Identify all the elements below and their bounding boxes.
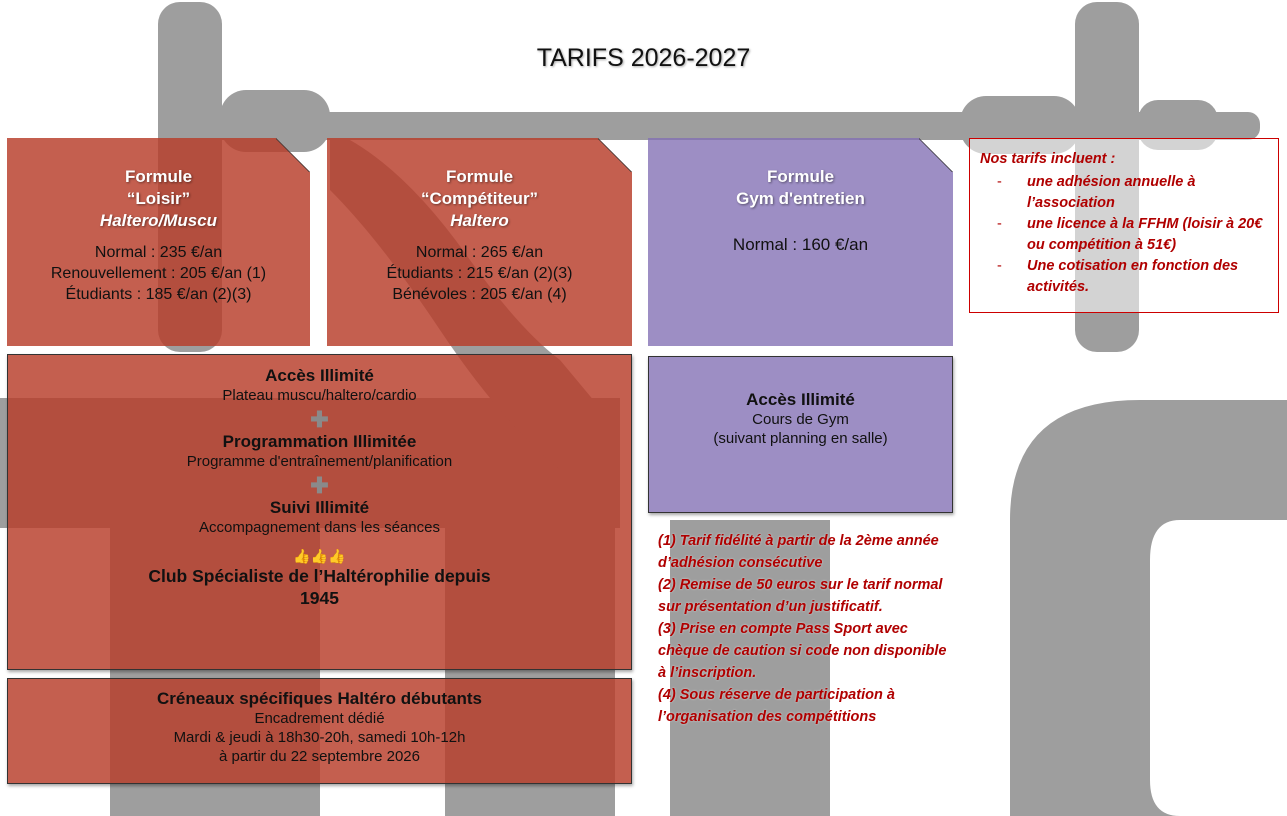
creneaux-line-1: Encadrement dédié — [254, 710, 385, 727]
creneaux-line-3: à partir du 22 septembre 2026 — [219, 748, 420, 765]
club-line-1: Club Spécialiste de l’Haltérophilie depu… — [148, 566, 491, 586]
formule-discipline: Haltero/Muscu — [99, 211, 218, 230]
price-normal: Normal : 265 €/an — [415, 244, 544, 261]
acces-illimite-card: Accès Illimité Plateau muscu/haltero/car… — [7, 354, 632, 670]
creneaux-card: Créneaux spécifiques Haltéro débutants E… — [7, 678, 632, 784]
dash-bullet: - — [997, 258, 1002, 274]
footnotes: (1) Tarif fidélité à partir de la 2ème a… — [658, 530, 958, 728]
included-notes-box: Nos tarifs incluent : -une adhésion annu… — [969, 138, 1279, 313]
list-item: -une adhésion annuelle à l’association — [997, 174, 1196, 211]
dash-bullet: - — [997, 216, 1002, 232]
footnote-4: (4) Sous réserve de participation à l’or… — [658, 687, 895, 725]
page-title: TARIFS 2026-2027 — [536, 44, 751, 72]
creneaux-line-2: Mardi & jeudi à 18h30-20h, samedi 10h-12… — [173, 729, 466, 746]
acces-gym-sub1: Cours de Gym — [752, 411, 849, 428]
price-etudiants: Étudiants : 185 €/an (2)(3) — [65, 286, 252, 303]
notes-heading: Nos tarifs incluent : — [980, 151, 1116, 167]
formule-loisir-card: Formule “Loisir” Haltero/Muscu Normal : … — [7, 138, 310, 346]
acces-gym-title: Accès Illimité — [746, 390, 855, 409]
list-item: -Une cotisation en fonction des activité… — [997, 258, 1239, 295]
programmation-sub: Programme d'entraînement/planification — [186, 453, 453, 470]
acces-gym-sub2: (suivant planning en salle) — [713, 430, 888, 447]
price-benevoles: Bénévoles : 205 €/an (4) — [392, 286, 567, 303]
notes-list: -une adhésion annuelle à l’association -… — [980, 172, 1268, 298]
footnote-1: (1) Tarif fidélité à partir de la 2ème a… — [658, 533, 939, 571]
plus-icon: ✚ — [310, 473, 329, 498]
formule-label: Formule — [124, 167, 193, 186]
acces-sub: Plateau muscu/haltero/cardio — [222, 387, 417, 404]
list-item: -une licence à la FFHM (loisir à 20€ ou … — [997, 216, 1263, 253]
acces-title: Accès Illimité — [265, 366, 374, 385]
formule-label: Formule — [766, 167, 835, 186]
price-renouvellement: Renouvellement : 205 €/an (1) — [50, 265, 267, 282]
acces-gym-card: Accès Illimité Cours de Gym (suivant pla… — [648, 356, 953, 513]
club-line-2: 1945 — [300, 588, 339, 608]
price-etudiants: Étudiants : 215 €/an (2)(3) — [386, 265, 573, 282]
plus-icon: ✚ — [310, 407, 329, 432]
formule-name: “Loisir” — [126, 189, 191, 208]
formule-discipline: Haltero — [450, 211, 509, 230]
formule-competiteur-card: Formule “Compétiteur” Haltero Normal : 2… — [327, 138, 632, 346]
price-normal: Normal : 160 €/an — [732, 235, 869, 254]
formule-name: Gym d'entretien — [736, 189, 865, 208]
suivi-title: Suivi Illimité — [269, 498, 370, 517]
footnote-2: (2) Remise de 50 euros sur le tarif norm… — [658, 577, 943, 615]
formule-gym-card: Formule Gym d'entretien Normal : 160 €/a… — [648, 138, 953, 346]
programmation-title: Programmation Illimitée — [222, 432, 417, 451]
suivi-sub: Accompagnement dans les séances — [199, 519, 440, 536]
formule-name: “Compétiteur” — [420, 189, 539, 208]
formule-label: Formule — [445, 167, 514, 186]
creneaux-title: Créneaux spécifiques Haltéro débutants — [157, 689, 482, 708]
footnote-3: (3) Prise en compte Pass Sport avec chèq… — [658, 621, 947, 681]
thumbs-up-icon: 👍👍👍 — [293, 548, 346, 564]
dash-bullet: - — [997, 174, 1002, 190]
price-normal: Normal : 235 €/an — [94, 244, 223, 261]
